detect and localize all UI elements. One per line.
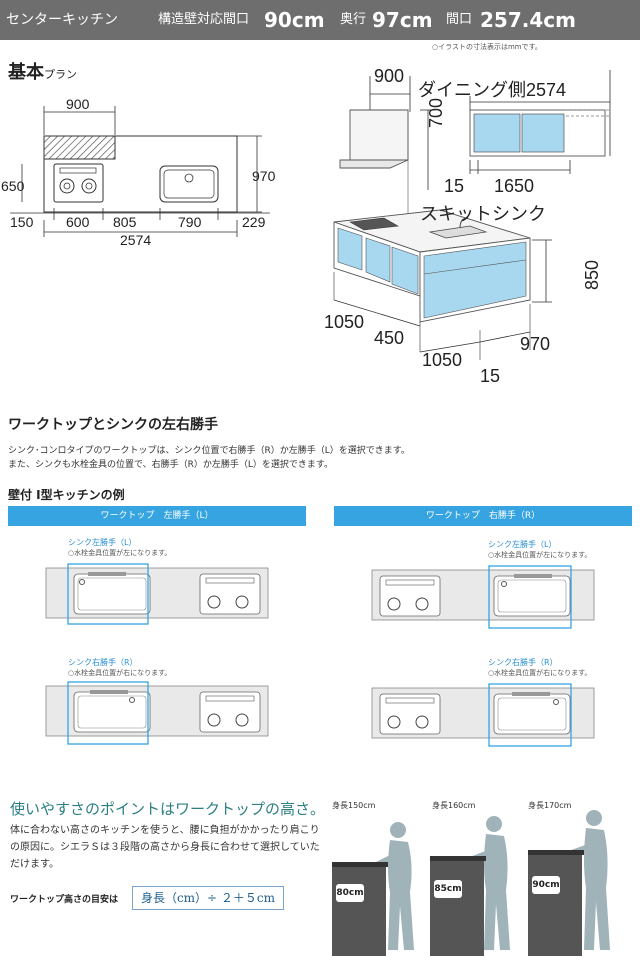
height-title: 使いやすさのポイントはワークトップの高さ。 [10,800,326,818]
worktop-desc-1: シンク･コンロタイプのワークトップは、シンク位置で右勝手（R）か左勝手（L）を選… [8,446,410,456]
dim-700-text: 700 [426,97,446,128]
dim-229: 229 [242,214,266,230]
width-value: 90cm [264,8,325,32]
worktop-desc-2: また、シンクも水栓金具の位置で、右勝手（R）か左勝手（L）を選択できます。 [8,460,334,470]
frontage-value: 257.4cm [480,8,576,32]
diagram-wr-sr [371,683,595,747]
counter-80 [332,866,386,956]
plan-title-main: 基本 [8,62,44,83]
worktop-subtitle: 壁付 I型キッチンの例 [8,488,125,502]
diagram-wr-sl [371,565,595,629]
dim-790: 790 [178,214,202,230]
height-figures [332,810,610,956]
dim-850-text: 850 [582,259,602,290]
dim-hood-700: 700 [426,98,447,128]
diagram-wl-sr [45,681,269,745]
plan-wall [43,135,116,160]
badge-80: 80cm [336,884,364,902]
dim-850: 850 [582,260,603,290]
plan-drawing [10,106,270,237]
worktop-diagrams [45,563,595,747]
base-cabinet-doors [423,241,527,319]
header-title: センターキッチン [6,12,118,28]
depth-label: 奥行 [340,12,367,27]
dim-900: 900 [66,96,90,112]
elevation-drawing [333,70,611,360]
dim-elev-970: 970 [520,334,551,354]
caption-sink-l-note-1: ○水栓金具位置が左になります。 [68,549,172,557]
dim-805: 805 [113,214,137,230]
badge-85: 85cm [434,880,462,898]
dim-15: 15 [444,176,465,196]
sink-name: スキットシンク [420,204,546,224]
dim-1050-b: 1050 [422,350,463,370]
dim-1650: 1650 [494,176,535,196]
caption-sink-r-note-1: ○水栓金具位置が右になります。 [68,669,172,677]
figure-height-150: 身長150cm [332,801,376,810]
unit-note: ○イラストの寸法表示はmmです。 [432,43,542,51]
iso-sink [428,225,488,239]
iso-cooktop [349,217,399,231]
height-body: 体に合わない高さのキッチンを使うと、腰に負担がかかったり肩こりの原因に。シエラＳ… [10,825,320,870]
dim-1050-a: 1050 [324,312,365,332]
dim-970: 970 [252,168,276,184]
dim-650: 650 [1,178,25,194]
range-hood [349,109,409,161]
depth-value: 97cm [372,8,433,32]
caption-sink-l-2: シンク左勝手（L） [488,540,557,549]
figure-height-160: 身長160cm [432,801,476,810]
header-bar: センターキッチン 構造壁対応間口 90cm 奥行 97cm 間口 257.4cm [0,0,640,40]
dim-15-b: 15 [480,366,501,386]
dim-hood-900: 900 [374,66,405,86]
left-hand-header: ワークトップ 左勝手（L） [8,506,306,526]
dining-side-label: ダイニング側2574 [418,80,567,100]
caption-sink-l-note-2: ○水栓金具位置が左になります。 [488,551,592,559]
dim-450: 450 [374,328,405,348]
dim-150: 150 [10,214,34,230]
caption-sink-r-2: シンク右勝手（R） [488,658,558,667]
dim-2574: 2574 [120,232,152,248]
caption-sink-r-note-2: ○水栓金具位置が右になります。 [488,669,592,677]
formula-box: 身長（cm）÷ ２＋５cm [132,886,284,910]
worktop-title: ワークトップとシンクの左右勝手 [8,417,218,433]
counter-90 [528,854,582,956]
counter-85 [430,860,484,956]
caption-sink-l-1: シンク左勝手（L） [68,538,137,547]
plan-title: 基本プラン [8,58,77,84]
guide-label: ワークトップ高さの目安は [10,895,119,905]
plan-sink [159,165,219,203]
right-hand-header: ワークトップ 右勝手（R） [334,506,632,526]
diagram-wl-sl [45,563,269,625]
badge-90: 90cm [532,876,560,894]
dim-600: 600 [66,214,90,230]
frontage-label: 間口 [446,12,473,27]
caption-sink-r-1: シンク右勝手（R） [68,658,138,667]
plan-title-sub: プラン [44,68,77,81]
figure-height-170: 身長170cm [528,801,572,810]
width-label: 構造壁対応間口 [158,12,250,27]
